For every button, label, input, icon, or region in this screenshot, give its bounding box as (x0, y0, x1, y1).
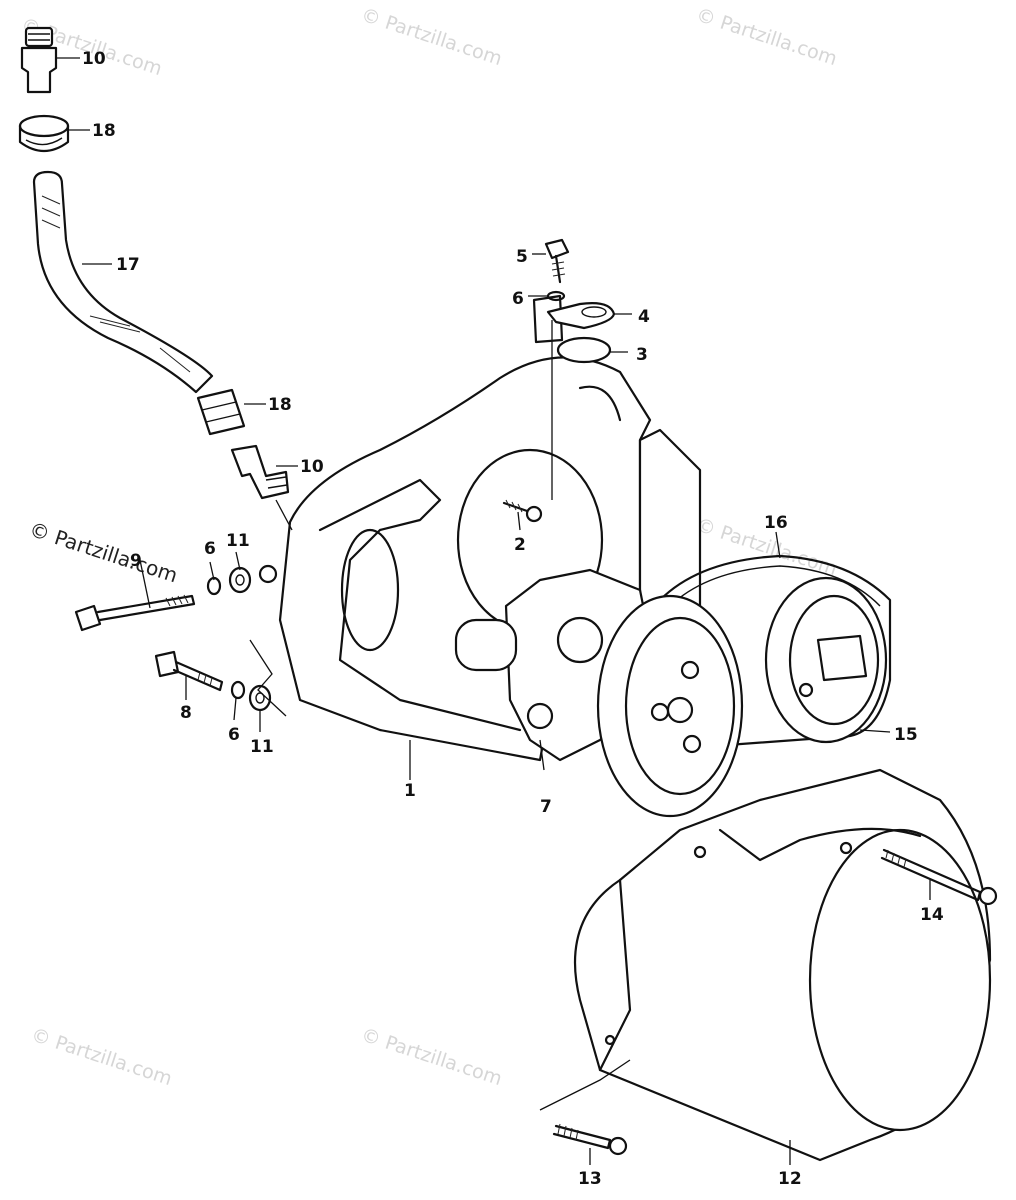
part-10-fitting-top[interactable] (20, 26, 58, 94)
part-17-coolant-hose[interactable] (32, 170, 214, 394)
callout-3: 3 (636, 345, 648, 365)
callout-6-upper: 6 (204, 539, 216, 559)
callout-11-upper: 11 (226, 531, 250, 551)
callout-18-lower: 18 (268, 395, 292, 415)
callout-10-top: 10 (82, 49, 106, 69)
part-6-lock-washer-upper[interactable] (206, 576, 222, 596)
callout-10-lower: 10 (300, 457, 324, 477)
part-3-gasket[interactable] (556, 336, 612, 364)
callout-16: 16 (764, 513, 788, 533)
part-18-hose-clamp-top[interactable] (18, 114, 70, 153)
callout-1: 1 (404, 781, 416, 801)
callout-12: 12 (778, 1169, 802, 1189)
watermark-text: © Partzilla.com (693, 4, 839, 70)
part-13-screw[interactable] (552, 1123, 628, 1156)
callout-6-top: 6 (512, 289, 524, 309)
part-11-flat-washer-upper[interactable] (228, 566, 252, 594)
callout-9: 9 (130, 551, 142, 571)
callout-14: 14 (920, 905, 944, 925)
watermark-text: © Partzilla.com (28, 1024, 174, 1090)
watermark-text: © Partzilla.com (358, 4, 504, 70)
callout-5: 5 (516, 247, 528, 267)
callout-labels: 10 18 17 18 10 9 6 11 8 6 11 1 2 5 6 4 3… (82, 49, 944, 1189)
part-10-fitting-lower[interactable] (230, 444, 290, 500)
callout-17: 17 (116, 255, 140, 275)
part-6-lock-washer-lower[interactable] (230, 680, 246, 700)
leader-lines (56, 57, 931, 1165)
part-15-drive-pulley[interactable] (764, 576, 888, 744)
callout-8: 8 (180, 703, 192, 723)
callout-18-top: 18 (92, 121, 116, 141)
part-9-long-bolt[interactable] (74, 594, 196, 632)
copyright-text: © Partzilla.com (26, 517, 180, 588)
part-2-screw[interactable] (502, 499, 543, 523)
part-5-bolt[interactable] (544, 238, 570, 284)
watermark-text: © Partzilla.com (358, 1024, 504, 1090)
callout-11-lower: 11 (250, 737, 274, 757)
part-18-hose-clamp-lower[interactable] (196, 388, 246, 436)
callout-6-lower: 6 (228, 725, 240, 745)
callout-15: 15 (894, 725, 918, 745)
pump-pulley[interactable] (596, 594, 744, 818)
callout-2: 2 (514, 535, 526, 555)
part-16-drive-belt[interactable] (658, 554, 892, 752)
part-12-belt-guard[interactable] (573, 768, 992, 1162)
part-4-cover-plate[interactable] (546, 302, 616, 330)
callout-7: 7 (540, 797, 552, 817)
callout-13: 13 (578, 1169, 602, 1189)
callout-4: 4 (638, 307, 650, 327)
part-14-screw[interactable] (880, 848, 998, 906)
part-8-bolt[interactable] (154, 650, 224, 692)
